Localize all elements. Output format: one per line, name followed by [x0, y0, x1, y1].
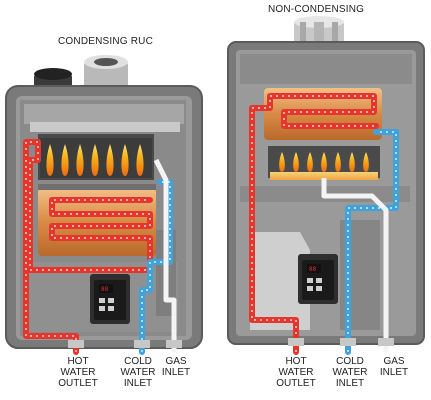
flame-icon — [335, 152, 341, 172]
control-panel-right: 88 — [298, 254, 338, 304]
flame-icon — [121, 144, 129, 176]
label-line: HOT — [285, 356, 307, 367]
condensing-unit: 88 — [5, 55, 203, 355]
flame-icon — [279, 152, 285, 172]
label-line: COLD — [124, 356, 152, 367]
control-panel: 88 — [90, 274, 130, 324]
flame-icon — [349, 152, 355, 172]
gas-pipe-right — [321, 178, 389, 352]
flame-icon — [61, 144, 69, 176]
label-line: GAS — [165, 356, 187, 367]
label-line: OUTLET — [58, 378, 98, 389]
flame-icon — [307, 152, 313, 172]
unit-title-condensing: CONDENSING RUC — [58, 36, 154, 47]
non-condensing-unit: 88 — [227, 16, 425, 355]
label-line: WATER — [332, 367, 368, 378]
label-gas-inlet: GAS INLET — [150, 356, 202, 378]
label-line: WATER — [278, 367, 314, 378]
label-line: INLET — [123, 378, 153, 389]
flame-icon — [363, 152, 369, 172]
burner-flames-right — [279, 152, 369, 172]
flame-icon — [76, 144, 84, 176]
label-line: WATER — [60, 367, 96, 378]
flame-icon — [136, 144, 144, 176]
unit-title-non-condensing: NON-CONDENSING — [268, 4, 365, 15]
label-line: INLET — [161, 367, 191, 378]
burner-flames — [46, 144, 144, 176]
label-line: INLET — [335, 378, 365, 389]
label-gas-inlet-right: GAS INLET — [368, 356, 420, 378]
label-line: COLD — [336, 356, 364, 367]
flame-icon — [46, 144, 54, 176]
flame-icon — [321, 152, 327, 172]
label-line: INLET — [379, 367, 409, 378]
label-hot-water-outlet: HOT WATER OUTLET — [52, 356, 104, 389]
label-line: GAS — [383, 356, 405, 367]
flame-icon — [91, 144, 99, 176]
label-cold-water-inlet: COLD WATER INLET — [112, 356, 164, 389]
svg-text:88: 88 — [309, 266, 317, 273]
exhaust-vent — [34, 55, 128, 90]
exhaust-vent-top — [294, 16, 344, 46]
flame-icon — [106, 144, 114, 176]
label-line: WATER — [120, 367, 156, 378]
label-line: HOT — [67, 356, 89, 367]
label-cold-water-inlet-right: COLD WATER INLET — [324, 356, 376, 389]
gas-pipe — [153, 158, 177, 352]
flame-icon — [293, 152, 299, 172]
label-hot-water-outlet-right: HOT WATER OUTLET — [270, 356, 322, 389]
label-line: OUTLET — [276, 378, 316, 389]
svg-text:88: 88 — [101, 286, 109, 293]
